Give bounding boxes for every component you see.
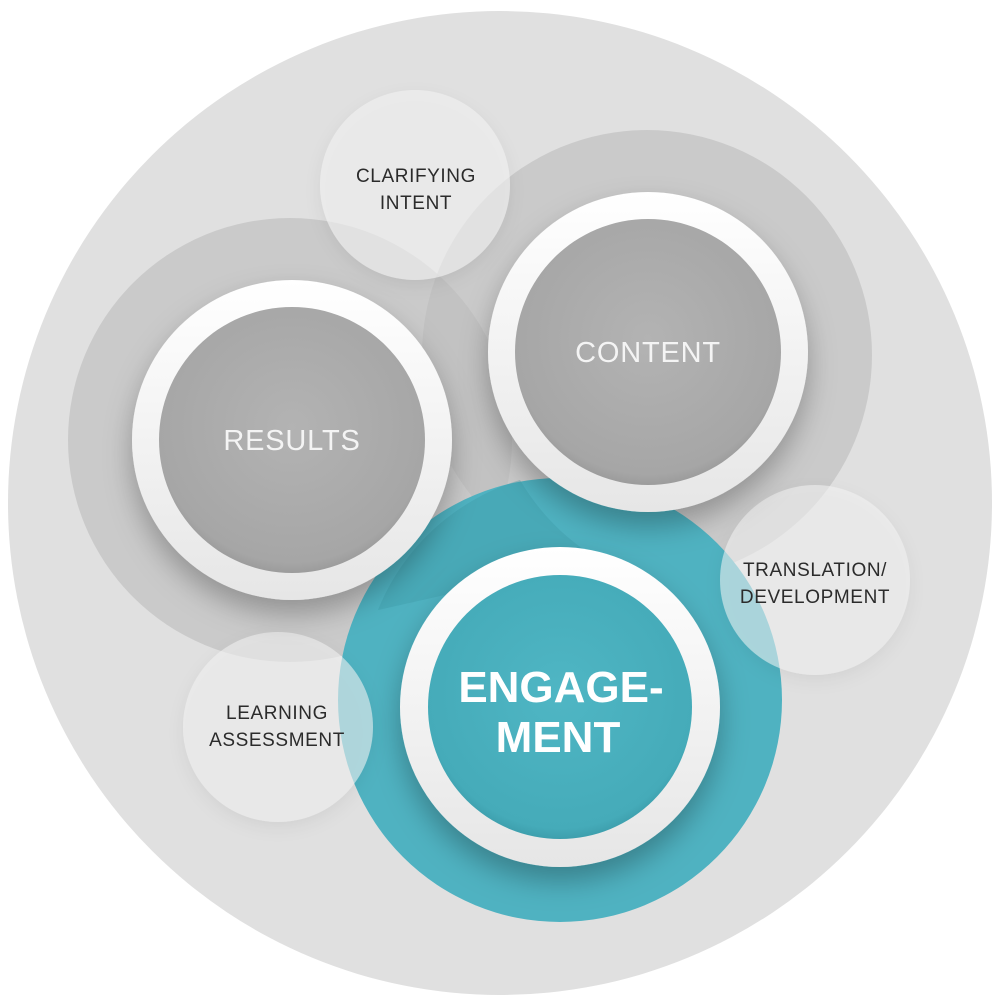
clarifying-intent-line2: INTENT <box>380 193 452 214</box>
engagement-label-line2: MENT <box>496 713 621 762</box>
clarifying-intent-line1: CLARIFYING <box>356 166 476 187</box>
content-label: CONTENT <box>575 337 721 369</box>
translation-development-line2: DEVELOPMENT <box>740 587 890 608</box>
clarifying-intent-bubble <box>320 90 510 280</box>
translation-development-line1: TRANSLATION/ <box>743 560 887 581</box>
results-label: RESULTS <box>223 425 360 457</box>
content-node: CONTENT <box>488 192 808 512</box>
engagement-node: ENGAGE- MENT <box>400 547 720 867</box>
results-node: RESULTS <box>132 280 452 600</box>
learning-assessment-bubble <box>183 632 373 822</box>
learning-assessment-line2: ASSESSMENT <box>209 730 345 751</box>
learning-assessment-line1: LEARNING <box>226 703 328 724</box>
engagement-label-line1: ENGAGE- <box>458 663 663 712</box>
engagement-halo-overlap <box>378 480 600 610</box>
translation-development-bubble <box>720 485 910 675</box>
